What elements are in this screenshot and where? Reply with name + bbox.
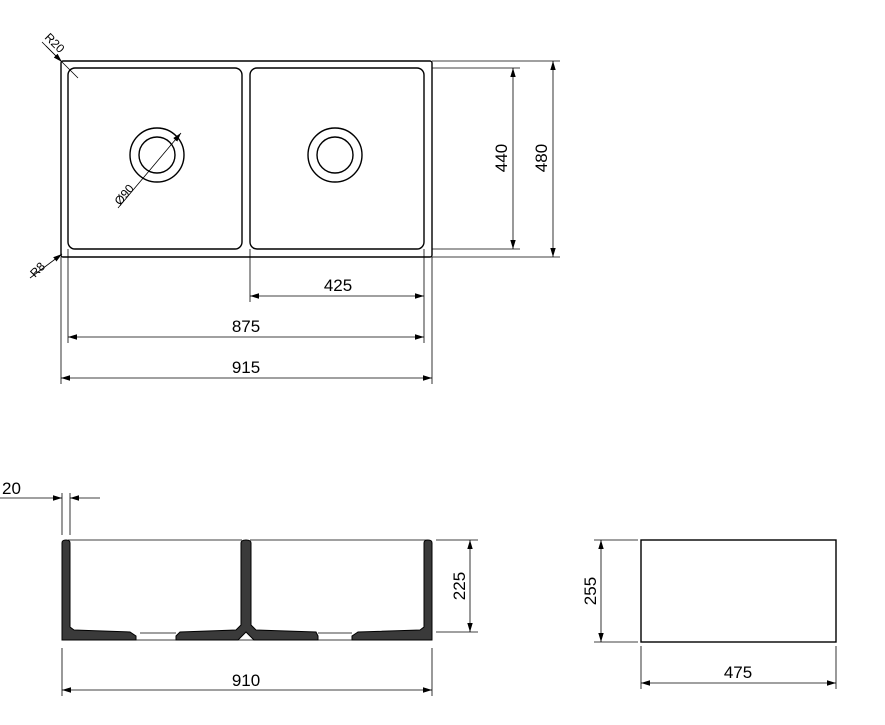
drain-diameter-label: Ø90 <box>112 181 138 208</box>
corner-radius-label: R8 <box>27 259 48 280</box>
dim-440: 440 <box>492 144 511 172</box>
side-view: 255 475 <box>581 539 837 689</box>
front-view: 20 225 910 <box>0 479 478 696</box>
dim-915: 915 <box>232 358 260 377</box>
dim-475: 475 <box>724 663 752 682</box>
left-bowl <box>67 67 243 250</box>
dim-225: 225 <box>450 572 469 600</box>
left-wall-section <box>61 539 137 641</box>
right-wall-section <box>351 539 433 641</box>
dim-910: 910 <box>232 671 260 690</box>
center-wall-section <box>175 539 319 641</box>
dim-875: 875 <box>232 317 260 336</box>
outer-radius-label: R20 <box>42 30 68 56</box>
right-drain <box>307 127 363 183</box>
dim-20: 20 <box>2 479 21 498</box>
top-view: Ø90 R20 R8 440 480 425 875 915 <box>27 30 560 384</box>
dim-480: 480 <box>532 144 551 172</box>
left-drain <box>129 127 185 183</box>
dim-255: 255 <box>581 577 600 605</box>
side-outline <box>640 539 837 643</box>
right-bowl <box>249 67 425 250</box>
dim-425: 425 <box>324 276 352 295</box>
sink-outline <box>60 60 433 258</box>
